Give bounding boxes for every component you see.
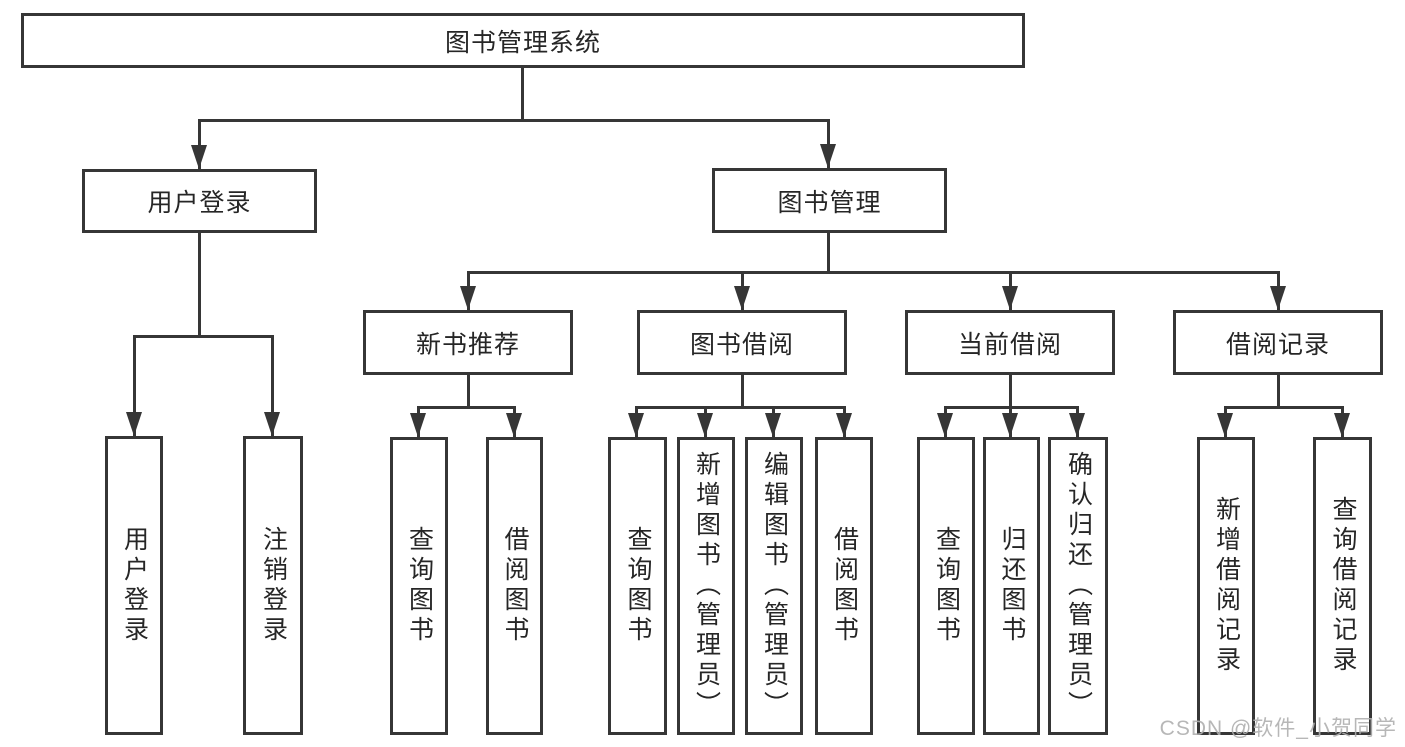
leaf-user-login: 用户登录 (105, 436, 163, 735)
arrow-sec3 (1002, 286, 1018, 310)
connector-mgmt-stem (827, 233, 830, 274)
connector-sec2-rail (635, 406, 846, 409)
leaf-logout-login: 注销登录 (243, 436, 303, 735)
leaf-records-add-label: 新增借阅记录 (1212, 496, 1241, 676)
node-root: 图书管理系统 (21, 13, 1025, 68)
connector-sec4-rail (1224, 406, 1343, 409)
connector-sec1-rail (417, 406, 516, 409)
node-section-current-borrow: 当前借阅 (905, 310, 1115, 375)
node-section-book-borrow: 图书借阅 (637, 310, 847, 375)
connector-drop-mgmt (827, 119, 830, 168)
leaf-user-login-label: 用户登录 (120, 525, 149, 646)
connector-login-rail (133, 335, 274, 338)
node-section-new-books: 新书推荐 (363, 310, 573, 375)
connector-login-stem (198, 233, 201, 337)
leaf-borrow-edit-admin-label: 编辑图书（管理员） (760, 451, 789, 721)
arrow-s3c2 (1002, 413, 1018, 437)
node-book-mgmt-branch-label: 图书管理 (777, 188, 882, 217)
arrow-sec4 (1270, 286, 1286, 310)
leaf-records-query-label: 查询借阅记录 (1329, 496, 1357, 676)
arrow-login-leaf1 (126, 412, 142, 436)
arrow-mgmt (820, 144, 836, 168)
node-user-login-branch: 用户登录 (82, 169, 317, 233)
node-user-login-branch-label: 用户登录 (147, 189, 252, 217)
leaf-borrow-query: 查询图书 (608, 437, 667, 735)
leaf-newbooks-query: 查询图书 (390, 437, 448, 735)
arrow-s3c1 (937, 413, 953, 437)
leaf-current-query: 查询图书 (917, 437, 975, 735)
arrow-s2c4 (836, 413, 852, 437)
arrow-sec2 (734, 286, 750, 310)
arrow-sec1 (460, 286, 476, 310)
connector-l2-rail (198, 119, 829, 122)
connector-root-stem (521, 68, 524, 120)
leaf-newbooks-query-label: 查询图书 (405, 526, 434, 646)
leaf-current-return-label: 归还图书 (998, 526, 1026, 646)
leaf-records-query: 查询借阅记录 (1313, 437, 1372, 735)
arrow-s2c3 (765, 413, 781, 437)
node-section-current-borrow-label: 当前借阅 (957, 330, 1062, 359)
leaf-newbooks-borrow-label: 借阅图书 (501, 526, 529, 646)
connector-sec3-stem (1009, 375, 1012, 409)
arrow-s3c3 (1069, 413, 1085, 437)
connector-drop-login (198, 119, 201, 169)
arrow-login (191, 145, 207, 169)
leaf-logout-login-label: 注销登录 (259, 525, 288, 646)
leaf-newbooks-borrow: 借阅图书 (486, 437, 543, 735)
connector-sec2-stem (741, 375, 744, 409)
arrow-s1c2 (506, 413, 522, 437)
leaf-records-add: 新增借阅记录 (1197, 437, 1255, 735)
leaf-borrow-borrow-label: 借阅图书 (830, 526, 859, 646)
node-book-mgmt-branch: 图书管理 (712, 168, 947, 233)
csdn-watermark: CSDN @软件_小贺同学 (1159, 717, 1397, 740)
arrow-s2c1 (628, 413, 644, 437)
connector-drop-login-leaf1 (133, 335, 136, 436)
node-section-new-books-label: 新书推荐 (415, 330, 520, 359)
node-section-borrow-records-label: 借阅记录 (1225, 330, 1330, 359)
leaf-borrow-query-label: 查询图书 (624, 526, 652, 646)
arrow-login-leaf2 (264, 412, 280, 436)
node-section-borrow-records: 借阅记录 (1173, 310, 1383, 375)
leaf-borrow-borrow: 借阅图书 (815, 437, 873, 735)
connector-sec4-stem (1277, 375, 1280, 409)
arrow-s2c2 (697, 413, 713, 437)
node-root-label: 图书管理系统 (444, 28, 601, 57)
leaf-borrow-edit-admin: 编辑图书（管理员） (745, 437, 803, 735)
connector-sec1-stem (467, 375, 470, 409)
leaf-borrow-add-admin: 新增图书（管理员） (677, 437, 735, 735)
leaf-current-confirm-admin: 确认归还（管理员） (1048, 437, 1108, 735)
arrow-s1c1 (410, 413, 426, 437)
leaf-borrow-add-admin-label: 新增图书（管理员） (692, 451, 721, 721)
arrow-s4c2 (1334, 413, 1350, 437)
arrow-s4c1 (1217, 413, 1233, 437)
leaf-current-return: 归还图书 (983, 437, 1040, 735)
node-section-book-borrow-label: 图书借阅 (689, 330, 794, 359)
connector-drop-login-leaf2 (271, 335, 274, 436)
leaf-current-query-label: 查询图书 (932, 526, 961, 646)
leaf-current-confirm-admin-label: 确认归还（管理员） (1064, 451, 1093, 721)
connector-l3-rail (467, 271, 1280, 274)
